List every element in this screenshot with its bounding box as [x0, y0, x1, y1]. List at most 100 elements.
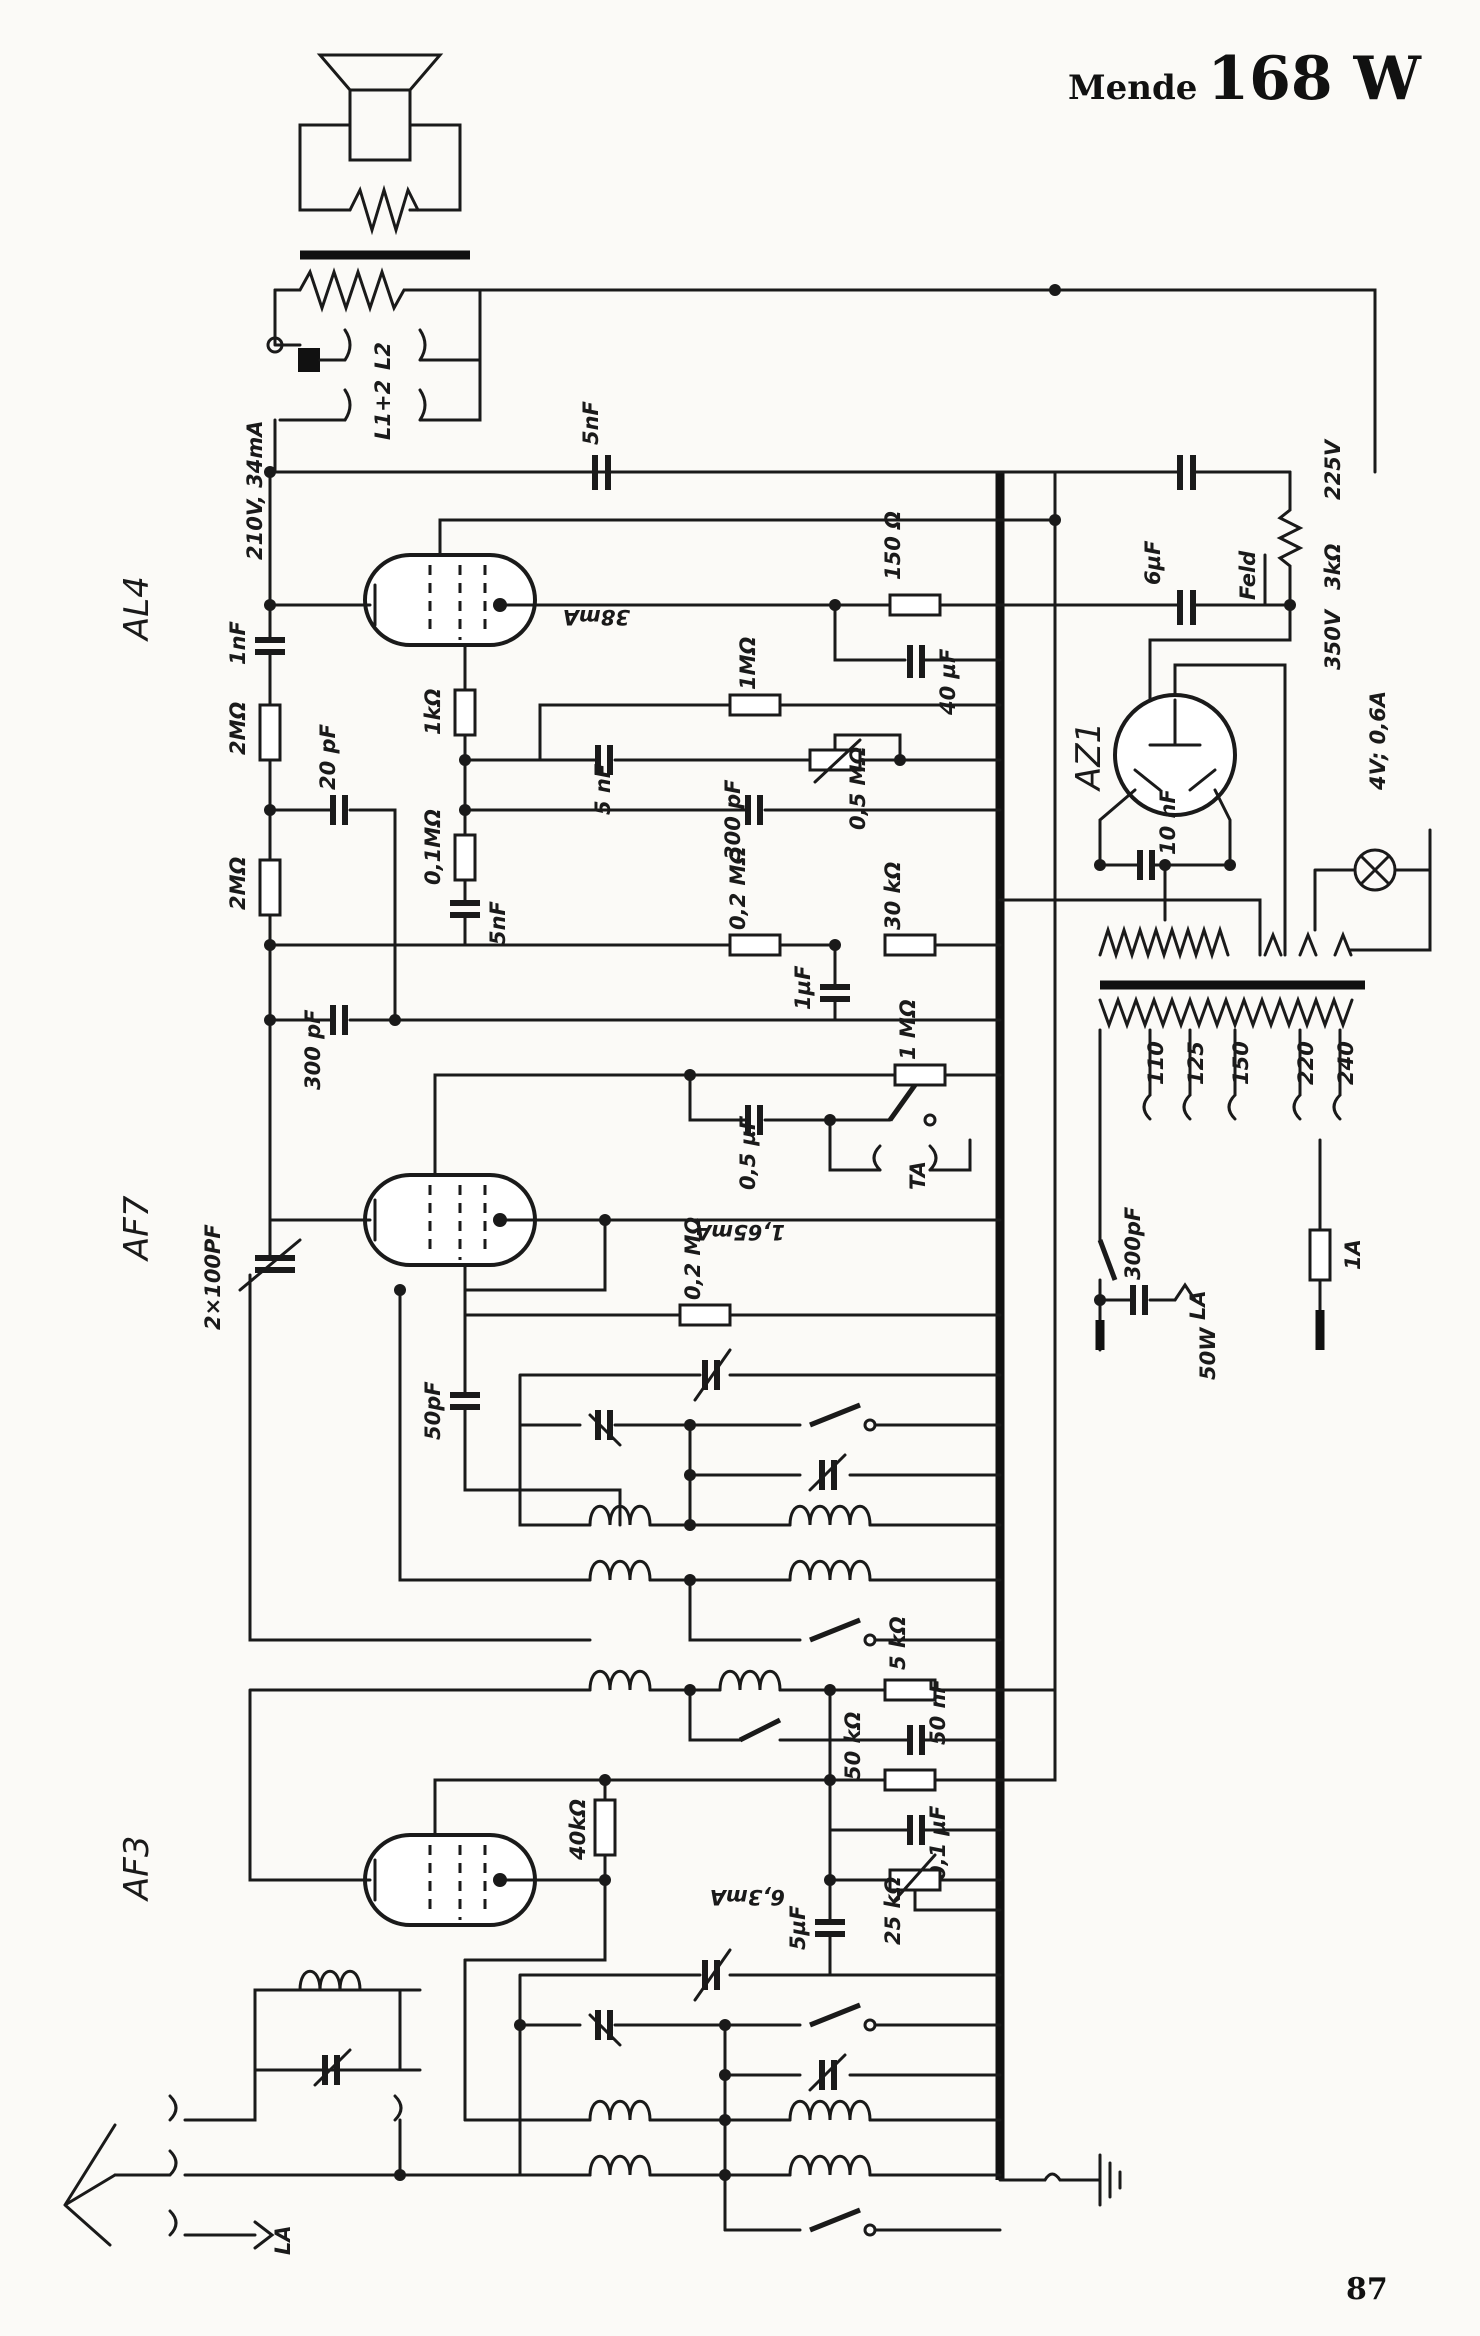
coil-af3-a: [588, 1669, 722, 1692]
label-1-65ma: 1,65mA: [695, 1220, 785, 1244]
speaker-socket: L2 L1+2: [266, 288, 482, 474]
title-model: 168 W: [1207, 44, 1421, 114]
resistor-1k: 1kΩ: [421, 688, 477, 737]
coil-af3-2: [723, 2099, 1002, 2122]
svg-text:0,1MΩ: 0,1MΩ: [421, 809, 445, 885]
svg-text:0,1 µF: 0,1 µF: [926, 1805, 950, 1880]
switch-la[interactable]: [1097, 1239, 1118, 1281]
cap-5nf: 5 nF: [591, 745, 615, 815]
resistor-1m: 1MΩ: [728, 636, 782, 717]
switch-af7-b[interactable]: [809, 1617, 1002, 1647]
switch-ta[interactable]: [887, 1083, 937, 1127]
cap-6uf-bottom: [1177, 590, 1196, 625]
resistor-0-2m: 0,2 MΩ: [726, 847, 782, 957]
cap-300pf-la: 300pF: [1121, 1206, 1148, 1315]
svg-text:2MΩ: 2MΩ: [226, 856, 250, 910]
svg-text:5nF: 5nF: [579, 400, 603, 445]
svg-text:10 nF: 10 nF: [1156, 789, 1180, 855]
coil-af3-3: [588, 2154, 727, 2177]
svg-text:240: 240: [1334, 1041, 1358, 1085]
variable-cap-af7-a[interactable]: [693, 1348, 732, 1402]
resistor-30k: 30 kΩ: [881, 861, 937, 957]
label-tube-af7: AF7: [117, 1195, 157, 1262]
switch-af7-a[interactable]: [809, 1402, 1002, 1432]
label-ant-la: LA: [271, 2225, 295, 2255]
variable-cap-2x100pf[interactable]: 2×100PF: [201, 1224, 302, 1330]
label-6uf: 6µF: [1141, 540, 1165, 585]
resistor-5k: 5 kΩ: [883, 1616, 937, 1702]
trimmer-af3-a[interactable]: [588, 2010, 622, 2047]
variable-cap-af3[interactable]: [693, 1948, 732, 2002]
coil-af7-3: [398, 1288, 692, 1582]
coil-af3-1: [463, 2099, 727, 2122]
switch-af3-c[interactable]: [723, 2207, 1002, 2237]
label-350v: 350V: [1321, 608, 1345, 670]
cap-5nf-coupling: 5nF: [579, 400, 611, 490]
trimmer-af3-b[interactable]: [808, 2053, 847, 2092]
svg-text:40kΩ: 40kΩ: [566, 1799, 590, 1861]
pot-25k[interactable]: 25 kΩ: [881, 1853, 942, 1945]
svg-text:1µF: 1µF: [791, 965, 815, 1010]
trimmer-af7-b[interactable]: [808, 1453, 847, 1492]
svg-text:220: 220: [1294, 1041, 1318, 1085]
switch-af3-b[interactable]: [809, 2002, 1002, 2032]
label-50w: 50W: [1196, 1327, 1220, 1380]
page-number: 87: [1346, 2272, 1388, 2307]
svg-text:125: 125: [1184, 1041, 1208, 1085]
svg-text:300pF: 300pF: [1121, 1206, 1145, 1280]
svg-text:30 kΩ: 30 kΩ: [881, 861, 905, 930]
svg-text:50 nF: 50 nF: [926, 1679, 950, 1745]
label-225v: 225V: [1321, 438, 1345, 500]
svg-text:5 kΩ: 5 kΩ: [886, 1616, 910, 1670]
coil-af3-b: [718, 1669, 832, 1692]
label-38ma: 38mA: [563, 605, 630, 629]
tube-af7: [363, 1173, 537, 1267]
switch-af3-a[interactable]: [738, 1717, 782, 1743]
svg-text:110: 110: [1144, 1041, 1168, 1085]
tube-af3: [363, 1833, 537, 1927]
resistor-2m-b: 2MΩ: [226, 856, 282, 917]
label-tube-az1: AZ1: [1069, 722, 1109, 792]
label-feld: Feld: [1236, 550, 1260, 600]
resistor-150: 150 Ω: [881, 511, 942, 617]
label-tube-al4: AL4: [117, 576, 157, 642]
label-l2: L2: [371, 342, 395, 370]
trimmer-af7[interactable]: [588, 1410, 622, 1447]
voltage-taps: 110 125 150 220 240: [1142, 1041, 1358, 1121]
svg-text:1MΩ: 1MΩ: [736, 636, 760, 690]
trimmer-antenna[interactable]: [313, 2048, 352, 2087]
resistor-2m-a: 2MΩ: [226, 701, 282, 762]
resistor-40k: 40kΩ: [566, 1798, 617, 1861]
cap-20pf: 20 pF: [316, 723, 348, 825]
cap-300pf-b: 300 pF: [301, 1005, 348, 1090]
svg-text:2MΩ: 2MΩ: [226, 701, 250, 755]
ta-socket: TA: [872, 1144, 938, 1190]
fuse-1a: 1A: [1308, 1228, 1365, 1282]
svg-text:1A: 1A: [1341, 1239, 1365, 1270]
coil-af7-2: [688, 1504, 1002, 1527]
tube-al4: [363, 553, 537, 647]
title-maker: Mende: [1068, 68, 1198, 108]
svg-text:0,2 MΩ: 0,2 MΩ: [726, 847, 750, 930]
svg-text:50 kΩ: 50 kΩ: [841, 1711, 865, 1780]
coil-af7-4: [688, 1559, 1002, 1642]
svg-text:300 pF: 300 pF: [721, 779, 745, 860]
svg-text:1 MΩ: 1 MΩ: [896, 999, 920, 1060]
coil-antenna: [298, 1969, 362, 1992]
svg-text:20 pF: 20 pF: [316, 723, 340, 790]
svg-text:1nF: 1nF: [226, 620, 250, 665]
svg-text:150: 150: [1229, 1041, 1253, 1085]
cap-5uf: 5µF: [786, 1905, 845, 1950]
pilot-lamp-icon: [1353, 848, 1397, 892]
cap-50pf: 50pF: [421, 1381, 480, 1440]
resistor-0-1m: 0,1MΩ: [421, 809, 477, 885]
svg-text:0,5 µF: 0,5 µF: [736, 1115, 760, 1190]
svg-text:5 nF: 5 nF: [591, 763, 615, 815]
svg-text:TA: TA: [906, 1161, 930, 1190]
resistor-50k: 50 kΩ: [841, 1711, 937, 1792]
coil-af3-4: [723, 2154, 1002, 2177]
coil-af7-1: [588, 1504, 692, 1527]
